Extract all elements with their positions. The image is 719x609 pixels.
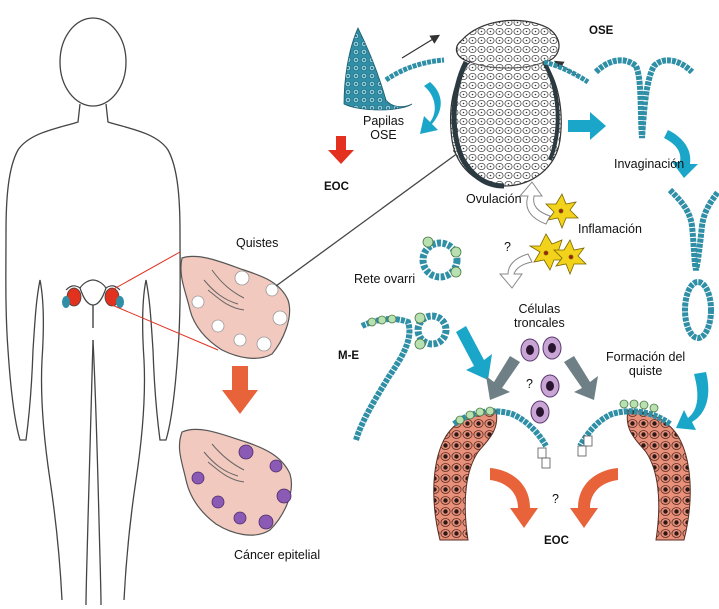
red-down-arrow [328,136,354,164]
orange-arrow-right [570,468,618,528]
teal-right-arrow [568,112,606,140]
ovulating-ovary [451,20,588,186]
inflammation-question-mark: ? [504,240,511,254]
cyst-ring [685,282,711,338]
stem-to-right-arrow [564,356,598,400]
me-label: M-E [338,349,359,363]
stem-cells-label: Células troncales [514,302,565,330]
eoc-left-label: EOC [324,180,349,194]
stem-question-mark: ? [526,377,533,391]
papillae-ose-label: Papilas OSE [363,114,404,142]
teal-diagonal-arrow [456,326,492,380]
cysts-label: Quistes [236,236,278,250]
inflammation-to-ovulation-arrow [520,182,550,224]
ose-papillae [344,28,444,110]
inflammation-to-rete-arrow [500,254,532,288]
mesothelial-epithelial-strand [356,315,409,440]
invagination-label: Invaginación [614,157,684,171]
teal-curved-arrow-cyst [676,372,708,430]
orange-arrow-left [490,468,538,528]
epithelial-cancer-illustration [179,429,291,535]
stem-to-left-arrow [486,356,520,400]
rete-ovarii-label: Rete ovarri [354,272,415,286]
papillae-arrow [402,36,438,58]
invagination [670,190,718,270]
zoom-link-line [276,150,462,286]
epithelial-cancer-label: Cáncer epitelial [234,548,320,562]
rete-ovarii [415,237,461,349]
inflammation-label: Inflamación [578,222,642,236]
progression-arrow [222,366,258,414]
ose-epithelium [596,60,692,138]
teal-curved-arrow [420,82,441,134]
bottom-question-mark: ? [552,492,559,506]
ose-label: OSE [589,24,613,38]
ovulation-label: Ovulación [466,192,522,206]
uterus-icon [62,280,124,328]
eoc-bottom-label: EOC [544,534,569,548]
cyst-illustration [181,256,290,358]
cyst-formation-label: Formación del quiste [606,350,685,378]
right-tumor [578,400,690,540]
